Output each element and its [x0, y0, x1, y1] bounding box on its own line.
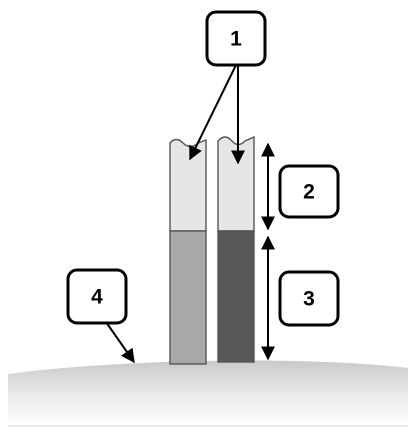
left-strip: [169, 138, 207, 365]
callout-1-label: 1: [230, 28, 242, 51]
callout-1-arrow-left: [189, 64, 237, 161]
right-strip-top-section: [217, 135, 255, 232]
callout-4: 4: [66, 268, 128, 325]
left-strip-top-section: [169, 138, 207, 232]
callout-3: 3: [278, 270, 340, 327]
right-strip-bottom-section: [217, 230, 255, 363]
callout-4-label: 4: [91, 286, 103, 309]
callout-3-label: 3: [303, 288, 315, 311]
left-strip-bottom-section: [169, 230, 207, 365]
callout-1: 1: [205, 10, 267, 67]
callout-2-label: 2: [303, 181, 315, 204]
right-strip: [217, 135, 255, 363]
surface: [8, 360, 408, 426]
callout-2: 2: [278, 164, 340, 219]
callout-4-arrow: [105, 321, 135, 364]
